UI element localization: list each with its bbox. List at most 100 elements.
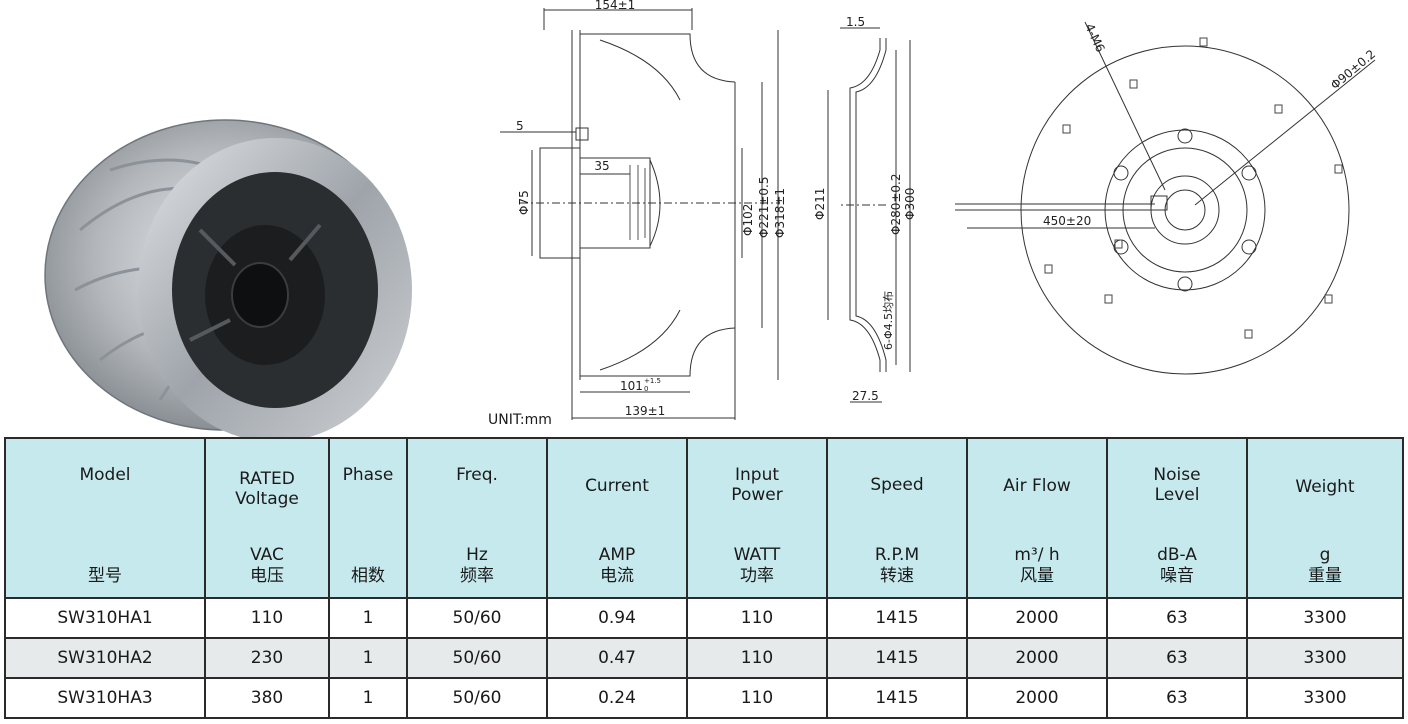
cell-power: 110 <box>686 597 828 639</box>
header-label: Current <box>585 476 649 496</box>
dim-holes: 6-Φ4.5均布 <box>882 291 895 350</box>
header-label: RATED <box>239 469 295 489</box>
cell-weight: 3300 <box>1246 597 1404 639</box>
dim-blade-height-tol-upper: +1.5 <box>644 377 661 385</box>
header-unit: g <box>1319 545 1331 565</box>
header-phase: Phase 相数 <box>328 437 408 599</box>
header-unit: WATT <box>733 545 781 565</box>
cell-noise: 63 <box>1106 677 1248 719</box>
dim-inlet-dia: Φ221±0.5 <box>757 177 771 239</box>
dim-thickness: 1.5 <box>846 15 865 29</box>
dim-blade-height-tol-lower: 0 <box>644 385 648 393</box>
dim-hub-dia: Φ102 <box>741 204 755 236</box>
cell-speed: 1415 <box>826 597 968 639</box>
front-view-drawing: 450±20 4-M6 Φ90±0.2 <box>955 10 1385 400</box>
cell-phase: 1 <box>328 637 408 679</box>
cell-noise: 63 <box>1106 637 1248 679</box>
cell-current: 0.94 <box>546 597 688 639</box>
cell-phase: 1 <box>328 677 408 719</box>
table-row: SW310HA2 230 1 50/60 0.47 110 1415 2000 … <box>4 637 1404 679</box>
header-unit: Hz <box>466 545 488 565</box>
header-cn: 噪音 <box>1160 566 1194 586</box>
dim-overall-width: 154±1 <box>595 0 636 12</box>
header-cn: 型号 <box>88 566 122 586</box>
dim-thread-circle: Φ90±0.2 <box>1328 47 1378 92</box>
header-unit: R.P.M <box>874 545 920 565</box>
cell-air-flow: 2000 <box>966 597 1108 639</box>
dim-blade-height: 101 <box>620 379 643 393</box>
header-cn: 风量 <box>1020 566 1054 586</box>
header-label: Noise <box>1153 465 1201 485</box>
header-cn: 功率 <box>740 566 774 586</box>
cell-power: 110 <box>686 677 828 719</box>
cell-freq: 50/60 <box>406 637 548 679</box>
cell-model: SW310HA2 <box>4 637 206 679</box>
cell-weight: 3300 <box>1246 677 1404 719</box>
table-row: SW310HA3 380 1 50/60 0.24 110 1415 2000 … <box>4 677 1404 719</box>
header-cn: 电压 <box>250 566 284 586</box>
dim-flange-depth: 27.5 <box>852 389 879 403</box>
cell-voltage: 110 <box>204 597 330 639</box>
header-label: Input <box>734 465 780 485</box>
dim-inner-dia: Φ211 <box>813 188 827 220</box>
header-label-2: Level <box>1154 485 1200 505</box>
header-label: Phase <box>342 465 394 485</box>
cell-model: SW310HA1 <box>4 597 206 639</box>
dim-motor-depth: 35 <box>594 159 609 173</box>
cell-speed: 1415 <box>826 637 968 679</box>
header-cn: 重量 <box>1308 566 1342 586</box>
cell-weight: 3300 <box>1246 637 1404 679</box>
cell-model: SW310HA3 <box>4 677 206 719</box>
header-label: Speed <box>870 475 924 495</box>
cell-freq: 50/60 <box>406 677 548 719</box>
header-label-2: Power <box>731 485 783 505</box>
dim-flange-dia: Φ300 <box>903 188 917 220</box>
cell-voltage: 230 <box>204 637 330 679</box>
header-model: Model 型号 <box>4 437 206 599</box>
dim-cable-length: 450±20 <box>1043 214 1091 228</box>
header-unit: m³/ h <box>1014 545 1060 565</box>
cell-current: 0.24 <box>546 677 688 719</box>
side-view-drawing: 154±1 5 Φ75 35 Φ102 Φ221± <box>480 0 800 430</box>
cell-air-flow: 2000 <box>966 637 1108 679</box>
header-cn: 频率 <box>460 566 494 586</box>
fan-product-photo <box>20 60 420 442</box>
cell-noise: 63 <box>1106 597 1248 639</box>
dim-bolt-circle: Φ280±0.2 <box>889 174 903 236</box>
header-unit: AMP <box>598 545 636 565</box>
header-unit: dB-A <box>1157 545 1197 565</box>
header-unit: VAC <box>250 545 284 565</box>
dim-motor-dia: Φ75 <box>517 190 531 215</box>
header-cn: 转速 <box>880 566 914 586</box>
cell-power: 110 <box>686 637 828 679</box>
cell-speed: 1415 <box>826 677 968 719</box>
cell-current: 0.47 <box>546 637 688 679</box>
header-label: Model <box>79 465 131 485</box>
dim-outer-dia: Φ318±1 <box>773 188 787 238</box>
cell-phase: 1 <box>328 597 408 639</box>
header-cn: 相数 <box>351 566 385 586</box>
dim-depth: 139±1 <box>625 404 666 418</box>
header-cn: 电流 <box>600 566 634 586</box>
cell-air-flow: 2000 <box>966 677 1108 719</box>
cell-freq: 50/60 <box>406 597 548 639</box>
header-label-2: Voltage <box>235 489 299 509</box>
profile-view-drawing: 1.5 Φ211 Φ280±0.2 Φ300 6-Φ4.5均布 27.5 <box>810 10 920 410</box>
unit-label: UNIT:mm <box>488 412 552 428</box>
header-label: Freq. <box>456 465 498 485</box>
header-label: Weight <box>1295 477 1355 497</box>
header-label: Air Flow <box>1003 476 1071 496</box>
table-row: SW310HA1 110 1 50/60 0.94 110 1415 2000 … <box>4 597 1404 639</box>
cell-voltage: 380 <box>204 677 330 719</box>
dim-offset: 5 <box>516 119 524 133</box>
